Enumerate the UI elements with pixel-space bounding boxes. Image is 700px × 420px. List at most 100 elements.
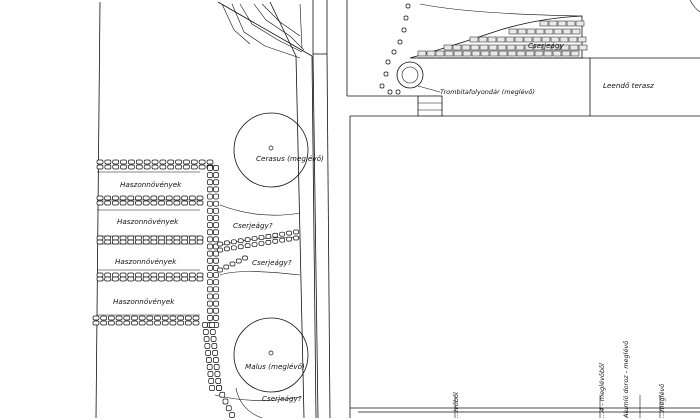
stepping-stone xyxy=(173,200,181,206)
stepping-stone xyxy=(207,200,213,207)
stepping-stone xyxy=(161,320,169,326)
stepping-stone xyxy=(112,272,119,278)
stepping-stone xyxy=(135,195,142,201)
right-top-area xyxy=(346,0,700,418)
stepping-stone xyxy=(391,49,397,55)
stepping-stone xyxy=(135,164,143,170)
paver-tile xyxy=(533,44,543,51)
haszon-label-2: Haszonnövények xyxy=(117,217,179,226)
trombita-label: Trombitafolyondár (meglévő) xyxy=(440,87,535,96)
stepping-stone xyxy=(293,235,299,241)
stepping-stone xyxy=(96,235,104,241)
bottom-right-structure: ...ivőből ...4 - meglévőből Alumíó doroz… xyxy=(350,340,700,419)
stepping-stone xyxy=(173,276,181,282)
stepping-stone xyxy=(207,207,213,214)
paver-tile xyxy=(462,50,472,57)
paver-tile xyxy=(507,50,517,57)
stepping-stone xyxy=(207,222,213,228)
stepping-stone xyxy=(123,315,131,321)
stepping-stone xyxy=(217,241,223,247)
stepping-stone xyxy=(395,89,401,95)
paver-tile xyxy=(551,44,561,51)
stepping-stone xyxy=(175,159,182,165)
stepping-stone xyxy=(212,350,218,356)
stepping-stone xyxy=(223,264,230,270)
stepping-stone xyxy=(92,320,100,326)
stepping-stone xyxy=(203,336,210,342)
stepping-stone xyxy=(196,195,204,201)
paver-tile xyxy=(560,44,570,51)
stepping-stone xyxy=(150,235,158,241)
paver-tile xyxy=(452,44,462,51)
stepping-stone xyxy=(213,293,219,300)
paver-tile xyxy=(557,20,567,27)
paver-tile xyxy=(561,50,571,57)
stepping-stone xyxy=(219,391,226,398)
paver-tile xyxy=(566,20,576,27)
stepping-stone xyxy=(213,364,220,370)
paver-tile xyxy=(471,50,481,57)
stepping-stone xyxy=(209,322,215,328)
stepping-stone xyxy=(92,315,100,321)
stepping-stone xyxy=(385,59,391,65)
stepping-stone xyxy=(213,279,219,286)
stepping-stone xyxy=(206,159,214,165)
stepping-stone xyxy=(120,164,127,170)
stepping-stone xyxy=(213,357,219,363)
stepping-stone xyxy=(213,315,219,321)
stepping-stone xyxy=(112,276,119,282)
stepping-stone xyxy=(104,235,112,241)
stepping-stone xyxy=(196,200,204,206)
stepping-stone xyxy=(128,159,135,165)
stepping-stone xyxy=(96,159,104,165)
paver-tile xyxy=(577,36,587,43)
paver-tile xyxy=(506,44,516,51)
stepping-stone xyxy=(207,265,213,271)
stepping-stone xyxy=(251,242,258,247)
stepping-stone xyxy=(206,357,212,363)
paver-tile xyxy=(569,44,579,51)
stepping-stone xyxy=(198,164,206,170)
stepping-stone xyxy=(188,200,196,206)
stepping-stone xyxy=(213,286,219,293)
stepping-stone xyxy=(207,371,214,377)
stepping-stone xyxy=(161,315,169,321)
haszon-label-4: Haszonnövények xyxy=(113,297,175,306)
stepping-stone xyxy=(165,200,173,206)
paver-tile xyxy=(443,44,453,51)
stepping-stone xyxy=(127,235,135,241)
stepping-stone xyxy=(142,276,150,282)
stepping-stone xyxy=(128,164,135,170)
stepping-stone xyxy=(127,276,135,282)
stepping-stone xyxy=(150,239,158,245)
stepping-stone xyxy=(213,172,219,178)
paver-tile xyxy=(508,28,518,35)
stepping-stone xyxy=(237,238,244,244)
stepping-stone xyxy=(150,276,158,282)
stepping-stone xyxy=(184,320,192,326)
paver-tile xyxy=(575,20,585,27)
lawn-curve xyxy=(419,3,583,17)
stepping-stone xyxy=(142,272,150,278)
paver-tile xyxy=(568,36,578,43)
paver-tile xyxy=(417,50,427,57)
paver-tile xyxy=(505,36,515,43)
stepping-stone xyxy=(142,195,150,201)
paver-tile xyxy=(444,50,454,57)
paver-tile xyxy=(524,44,534,51)
stepping-stone xyxy=(293,229,299,235)
stepping-stone xyxy=(213,250,219,257)
stepping-stone xyxy=(265,234,272,239)
stepping-stone xyxy=(143,164,151,170)
stepping-stone xyxy=(127,239,135,245)
stepping-stone xyxy=(207,307,213,314)
stepping-stone xyxy=(104,195,112,201)
stepping-stone xyxy=(258,241,265,246)
malus-tree: Malus (meglévő) xyxy=(233,317,309,393)
stepping-stone xyxy=(159,164,167,170)
stepping-stone xyxy=(96,200,104,206)
stepping-stone xyxy=(213,179,219,186)
stepping-stone xyxy=(213,272,219,278)
stepping-stone xyxy=(196,272,204,278)
stepping-stone xyxy=(181,272,188,278)
